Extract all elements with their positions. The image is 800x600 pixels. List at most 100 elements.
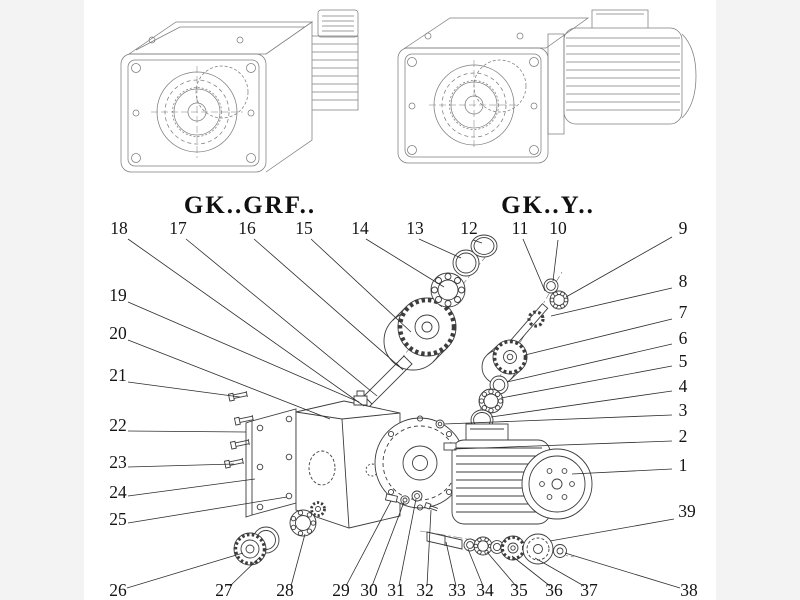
part-number-27: 27: [215, 580, 233, 600]
leader-line-32: [426, 509, 432, 587]
part-number-9: 9: [679, 218, 688, 238]
leader-line-31: [398, 498, 417, 587]
leader-line-7: [524, 318, 673, 356]
gearbox-grf-drawing: [120, 9, 359, 173]
main-gear: [383, 297, 457, 371]
motor-drawing: [563, 9, 697, 125]
leader-line-33: [445, 541, 457, 587]
spacer-rings: [470, 375, 509, 431]
leader-line-35: [486, 551, 517, 587]
part-number-34: 34: [476, 580, 494, 600]
leader-line-22: [127, 430, 247, 433]
part-number-38: 38: [680, 580, 698, 600]
motor: [435, 419, 593, 525]
part-number-1: 1: [679, 455, 688, 475]
part-number-39: 39: [678, 501, 696, 521]
seal-ring: [452, 249, 480, 277]
page-margin-right: [716, 0, 800, 600]
part-number-21: 21: [109, 365, 127, 385]
part-number-32: 32: [416, 580, 434, 600]
part-number-16: 16: [238, 218, 256, 238]
model-title-grf: GK..GRF..: [184, 192, 316, 219]
bearing-upper: [430, 272, 466, 308]
motor-terminal-box: [465, 423, 509, 443]
leader-line-29: [345, 500, 392, 587]
leader-line-3: [443, 414, 673, 425]
part-number-2: 2: [679, 426, 688, 446]
part-number-18: 18: [110, 218, 128, 238]
part-number-22: 22: [109, 415, 127, 435]
leader-line-13: [418, 238, 462, 259]
part-number-15: 15: [295, 218, 313, 238]
vent-plug: [353, 395, 368, 406]
gear-housing: [295, 390, 466, 529]
leader-line-19: [127, 301, 360, 403]
leader-line-36: [511, 555, 551, 587]
leader-line-26: [126, 552, 244, 589]
part-number-14: 14: [351, 218, 369, 238]
part-number-4: 4: [679, 376, 688, 396]
part-number-7: 7: [679, 302, 688, 322]
plug: [435, 419, 445, 429]
part-number-33: 33: [448, 580, 466, 600]
leader-line-39: [549, 518, 675, 542]
part-number-31: 31: [387, 580, 405, 600]
exploded-view: [223, 234, 593, 566]
part-number-5: 5: [679, 351, 688, 371]
leader-line-10: [552, 239, 559, 282]
page-margin-left: [0, 0, 84, 600]
part-number-17: 17: [169, 218, 187, 238]
part-number-28: 28: [276, 580, 294, 600]
leader-line-11: [522, 238, 546, 292]
leader-line-25: [127, 496, 288, 524]
snap-ring: [470, 234, 498, 258]
mounting-plate: [245, 408, 297, 518]
leader-line-21: [127, 381, 241, 398]
leader-line-12: [472, 239, 483, 244]
leader-line-8: [550, 287, 673, 317]
leader-line-5: [500, 365, 673, 399]
gearbox-y-drawing: [397, 9, 697, 164]
part-number-13: 13: [406, 218, 424, 238]
leader-line-14: [365, 238, 445, 288]
leader-line-17: [185, 238, 378, 397]
coupling-parts: [384, 490, 439, 512]
second-gear: [481, 339, 528, 385]
leader-line-18: [127, 238, 365, 407]
terminal-box: [591, 9, 649, 28]
part-number-6: 6: [679, 328, 688, 348]
part-number-26: 26: [109, 580, 127, 600]
output-shaft-assembly: [426, 531, 567, 565]
leader-line-34: [467, 548, 484, 587]
leader-line-2: [453, 440, 673, 450]
pinion-assembly: [509, 278, 569, 346]
shaft-key: [443, 442, 457, 451]
part-number-30: 30: [360, 580, 378, 600]
part-number-24: 24: [109, 482, 127, 502]
leader-line-27: [229, 556, 261, 587]
part-number-37: 37: [580, 580, 598, 600]
leader-line-30: [371, 501, 405, 587]
leader-line-37: [534, 557, 585, 587]
leader-line-9: [565, 236, 673, 298]
leader-line-28: [290, 533, 306, 587]
part-number-8: 8: [679, 271, 688, 291]
leader-line-1: [571, 468, 673, 475]
part-number-36: 36: [545, 580, 563, 600]
part-number-25: 25: [109, 509, 127, 529]
part-number-11: 11: [512, 218, 529, 238]
model-title-y: GK..Y..: [501, 192, 595, 219]
leader-line-4: [490, 390, 673, 418]
part-number-12: 12: [460, 218, 478, 238]
bearing-lower: [289, 501, 326, 537]
leader-line-6: [506, 343, 673, 383]
part-number-10: 10: [549, 218, 567, 238]
leader-line-38: [564, 552, 681, 589]
motor-flange: [547, 33, 565, 135]
leader-line-23: [127, 463, 235, 468]
leader-line-20: [127, 339, 331, 420]
part-number-19: 19: [109, 285, 127, 305]
fan-cover: [521, 448, 593, 520]
